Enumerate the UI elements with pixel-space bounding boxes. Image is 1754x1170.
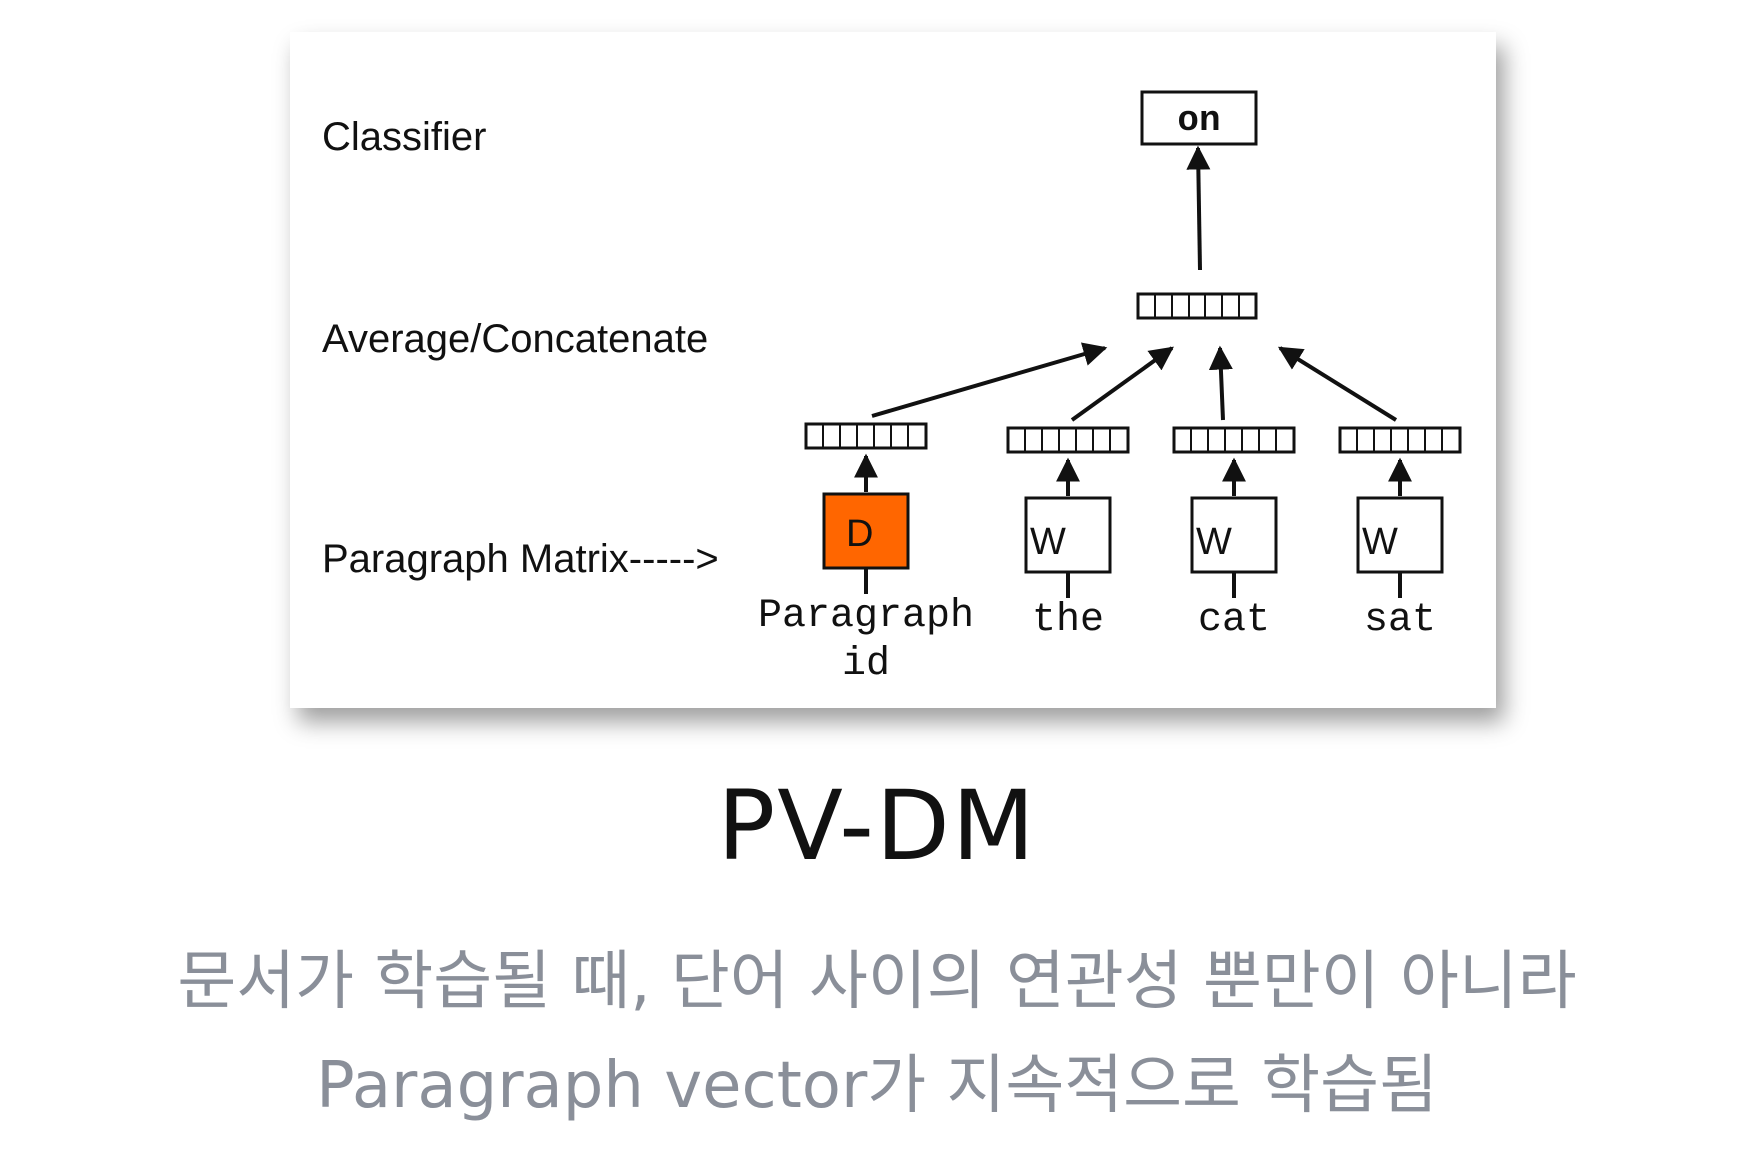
output-word: on <box>1177 100 1220 141</box>
paragraph-matrix-label: Paragraph Matrix-----> <box>322 537 719 581</box>
diagram-card: Classifier Average/Concatenate Paragraph… <box>290 32 1496 708</box>
arrow-the-to-combined <box>1070 346 1174 422</box>
word-vector-sat <box>1338 426 1462 454</box>
word-box-letter-sat: W <box>1362 521 1398 563</box>
slide-caption: 문서가 학습될 때, 단어 사이의 연관성 뿐만이 아니라 Paragraph … <box>0 930 1754 1138</box>
context-word-sat: sat <box>1364 598 1436 643</box>
context-word-the: the <box>1032 598 1104 643</box>
classifier-label: Classifier <box>322 115 486 159</box>
arrow-sat-to-combined <box>1277 346 1398 422</box>
paragraph-vector <box>804 422 928 450</box>
paragraph-id-line1: Paragraph <box>758 594 974 639</box>
paragraph-id-line2: id <box>842 642 890 687</box>
word-matrix-box-sat <box>1356 496 1444 574</box>
word-matrix-box-cat <box>1190 496 1278 574</box>
context-word-cat: cat <box>1198 598 1270 643</box>
arrow-cat-to-combined <box>1208 345 1233 421</box>
arrow-paragraph-to-combined <box>871 342 1108 418</box>
paragraph-box-letter: D <box>846 513 873 555</box>
pv-dm-diagram: Classifier Average/Concatenate Paragraph… <box>322 90 1462 687</box>
output-arrow <box>1186 145 1211 271</box>
caption-line-1: 문서가 학습될 때, 단어 사이의 연관성 뿐만이 아니라 <box>177 945 1577 1019</box>
caption-line-2: Paragraph vector가 지속적으로 학습됨 <box>316 1049 1438 1123</box>
combined-vector <box>1136 292 1258 320</box>
word-box-letter-cat: W <box>1196 521 1232 563</box>
word-vector-cat <box>1172 426 1296 454</box>
average-concatenate-label: Average/Concatenate <box>322 317 708 361</box>
word-vector-the <box>1006 426 1130 454</box>
slide-title: PV-DM <box>717 770 1037 882</box>
word-box-letter-the: W <box>1030 521 1066 563</box>
output-word-box <box>1140 90 1258 146</box>
